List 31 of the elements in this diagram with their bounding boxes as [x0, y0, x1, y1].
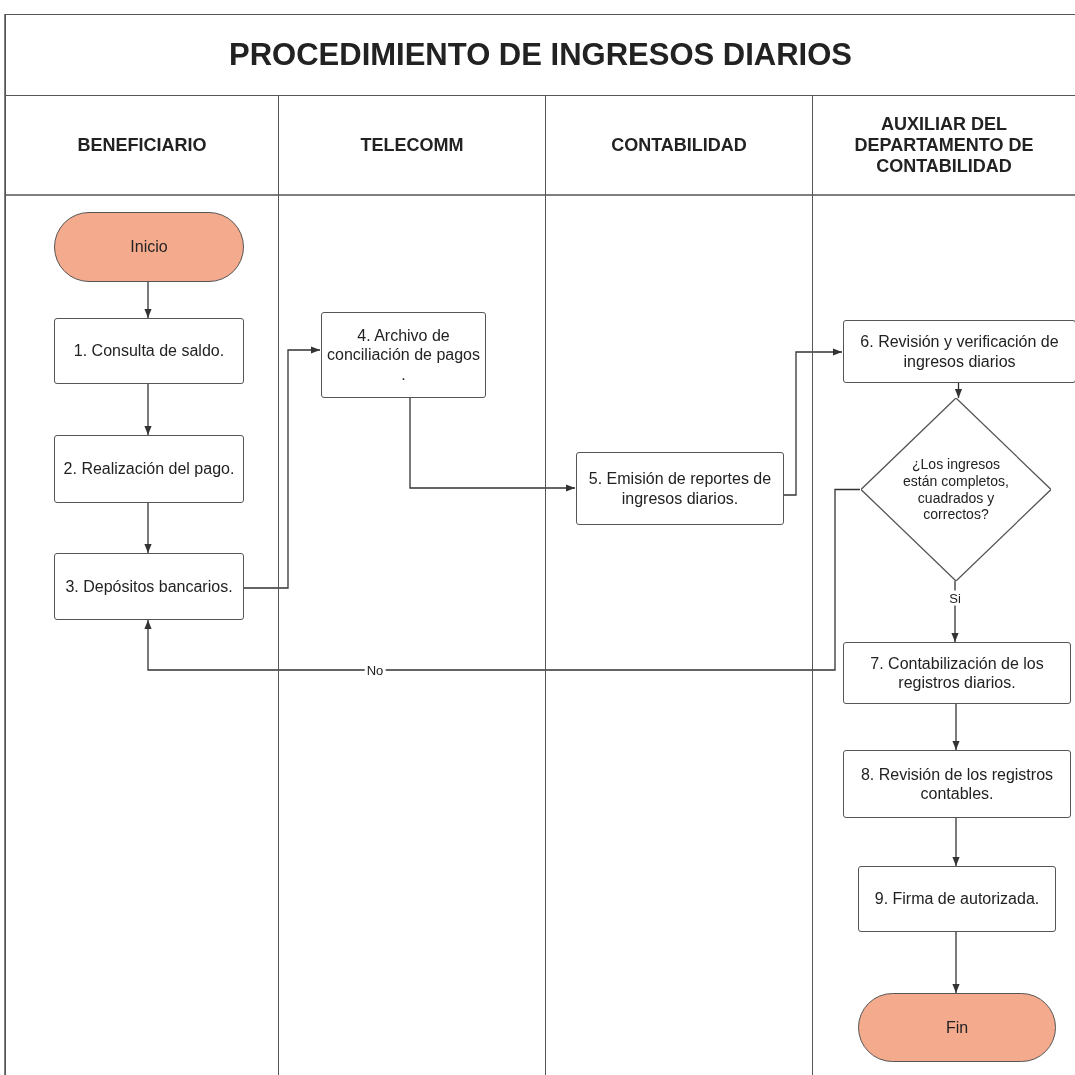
lane-header: TELECOMM — [359, 133, 465, 157]
arrow — [144, 383, 152, 436]
terminator-shape: Fin — [858, 993, 1056, 1062]
terminator-shape: Inicio — [54, 212, 244, 282]
lane-header: BENEFICIARIO — [76, 133, 208, 157]
arrow — [144, 488, 861, 671]
arrow — [782, 348, 843, 496]
arrow — [242, 346, 321, 589]
arrow — [144, 502, 152, 554]
arrow — [952, 931, 960, 994]
swimlane — [812, 95, 1075, 1075]
diagram-title: PROCEDIMIENTO DE INGRESOS DIARIOS — [229, 37, 852, 73]
process-box: 6. Revisión y verificación de ingresos diarios — [843, 320, 1075, 383]
process-box: 2. Realización del pago. — [54, 435, 244, 503]
process-box: 3. Depósitos bancarios. — [54, 553, 244, 620]
edge-label: Si — [947, 590, 963, 606]
process-box: 1. Consulta de saldo. — [54, 318, 244, 384]
lane-header: AUXILIAR DEL DEPARTAMENTO DE CONTABILIDAD — [853, 112, 1035, 178]
arrow — [954, 382, 963, 399]
arrow — [952, 817, 960, 867]
lane-header: CONTABILIDAD — [610, 133, 748, 157]
process-box: 7. Contabilización de los registros diarios. — [843, 642, 1071, 704]
process-box: 4. Archivo de conciliación de pagos . — [321, 312, 486, 398]
process-box: 9. Firma de autorizada. — [858, 866, 1056, 932]
arrow — [144, 281, 152, 319]
process-box: 5. Emisión de reportes de ingresos diarios. — [576, 452, 784, 525]
arrow — [409, 397, 576, 492]
arrow — [952, 703, 960, 751]
decision-diamond — [861, 398, 1051, 581]
decision-text: ¿Los ingresos están completos, cuadrados y correctos? — [902, 455, 1010, 524]
process-box: 8. Revisión de los registros contables. — [843, 750, 1071, 818]
